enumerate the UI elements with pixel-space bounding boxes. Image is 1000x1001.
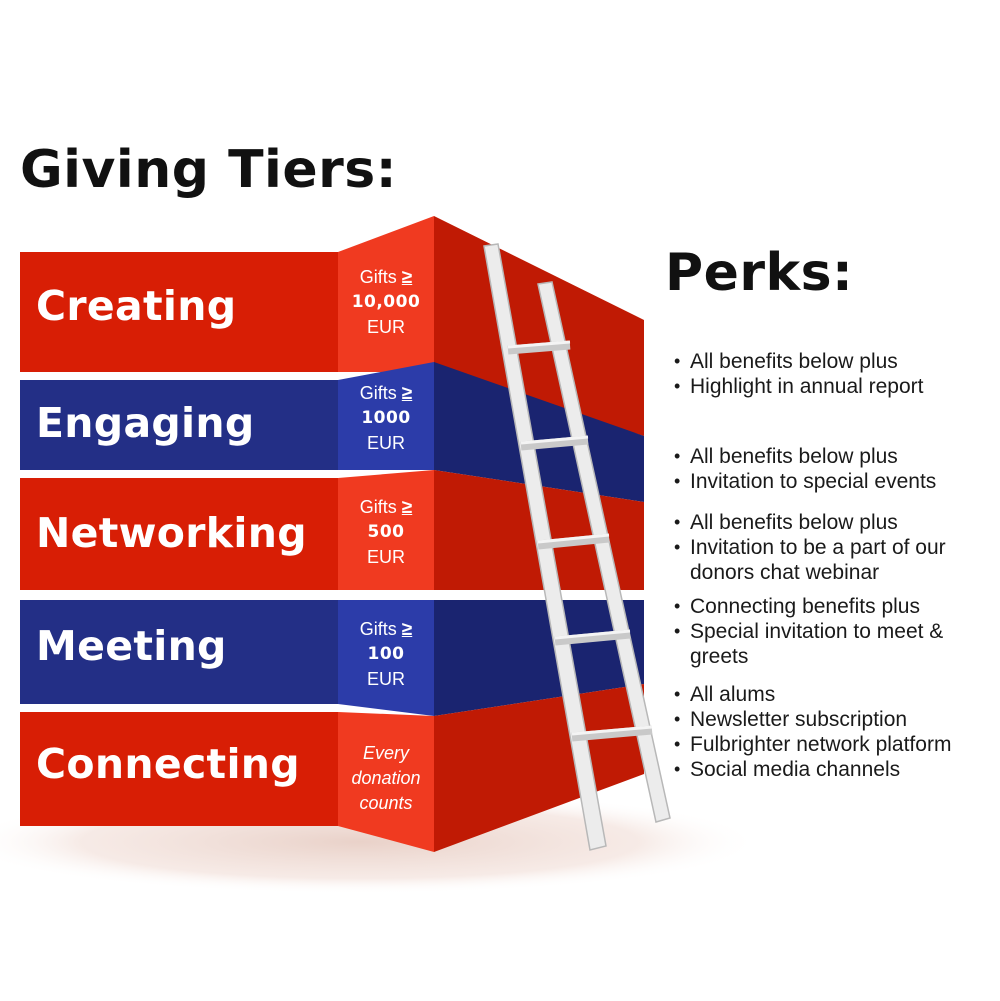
perk-item: All benefits below plus (666, 349, 923, 374)
ladder-icon (483, 243, 671, 851)
gift-prefix: Gifts (359, 266, 397, 287)
gift-line: Gifts ≥ (360, 381, 412, 406)
gift-symbol: ≥ (401, 618, 413, 640)
perk-item: Highlight in annual report (666, 374, 923, 399)
perk-item: All benefits below plus (666, 510, 990, 535)
gift-prefix: Gifts (359, 618, 397, 639)
perk-item: Special invitation to meet & greets (666, 619, 1000, 669)
tier-block-meeting-middle (338, 600, 434, 716)
perks-creating: All benefits below plus Highlight in ann… (666, 349, 923, 399)
tier-block-networking-middle (338, 470, 434, 590)
perks-meeting: Connecting benefits plus Special invitat… (666, 594, 1000, 669)
gift-amount: 10,000 (351, 291, 421, 312)
gift-text-line: counts (359, 792, 413, 813)
tier-block-connecting-side (434, 684, 644, 852)
gift-amount: 100 (367, 643, 405, 664)
perk-item: Invitation to be a part of our donors ch… (666, 535, 990, 585)
gift-line: Gifts ≥ (360, 265, 412, 290)
tier-block-meeting-front (20, 600, 338, 704)
gift-unit: EUR (366, 668, 405, 689)
perk-item: Social media channels (666, 757, 951, 782)
tier-block-meeting (20, 600, 644, 716)
tier-gift-engaging: Gifts ≥ 1000 EUR (338, 378, 434, 458)
tier-block-connecting-front (20, 712, 338, 826)
tier-block-engaging-middle (338, 362, 434, 470)
gift-unit: EUR (366, 432, 405, 453)
perks-title: Perks: (665, 243, 854, 303)
perk-item: All alums (666, 682, 951, 707)
gift-symbol: ≥ (401, 496, 413, 518)
perk-item: Invitation to special events (666, 469, 936, 494)
gift-symbol: ≥ (401, 382, 413, 404)
perk-item: Fulbrighter network platform (666, 732, 951, 757)
gift-unit: EUR (366, 546, 405, 567)
tier-name-connecting: Connecting (36, 740, 300, 788)
perks-networking: All benefits below plus Invitation to be… (666, 510, 990, 585)
gift-line: Gifts ≥ (360, 495, 412, 520)
perks-engaging: All benefits below plus Invitation to sp… (666, 444, 936, 494)
gift-amount: 1000 (361, 407, 411, 428)
tier-block-creating-front (20, 252, 338, 372)
tier-gift-connecting: Every donation counts (338, 740, 434, 816)
tier-name-creating: Creating (36, 282, 237, 330)
gift-line: Gifts ≥ (360, 617, 412, 642)
page-title: Giving Tiers: (20, 140, 398, 200)
gift-prefix: Gifts (359, 496, 397, 517)
tier-gift-networking: Gifts ≥ 500 EUR (338, 492, 434, 572)
tier-name-engaging: Engaging (36, 399, 255, 447)
gift-text-line: donation (351, 767, 421, 788)
tier-block-creating-middle (338, 216, 434, 372)
tier-block-networking-front (20, 478, 338, 590)
perk-item: Connecting benefits plus (666, 594, 1000, 619)
gift-amount: 500 (367, 521, 405, 542)
gift-prefix: Gifts (359, 382, 397, 403)
tier-block-meeting-side (434, 600, 644, 716)
tier-block-connecting-middle (338, 712, 434, 852)
tier-name-meeting: Meeting (36, 622, 227, 670)
gift-symbol: ≥ (401, 266, 413, 288)
tier-gift-creating: Gifts ≥ 10,000 EUR (338, 262, 434, 342)
tier-name-networking: Networking (36, 509, 307, 557)
gift-unit: EUR (366, 316, 405, 337)
tier-block-connecting (20, 684, 644, 852)
perks-connecting: All alums Newsletter subscription Fulbri… (666, 682, 951, 782)
tier-block-engaging-front (20, 380, 338, 470)
perk-item: All benefits below plus (666, 444, 936, 469)
tier-gift-meeting: Gifts ≥ 100 EUR (338, 614, 434, 694)
gift-text-line: Every (362, 742, 409, 763)
perk-item: Newsletter subscription (666, 707, 951, 732)
